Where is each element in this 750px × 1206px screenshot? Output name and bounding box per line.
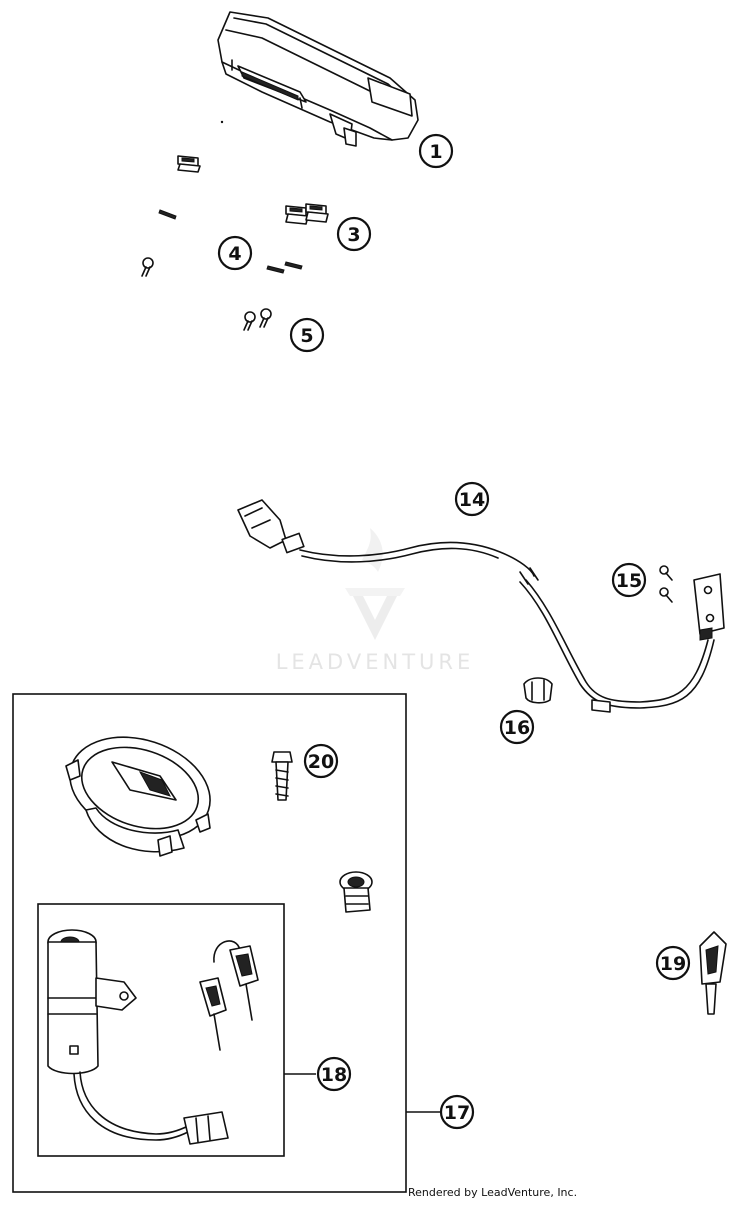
ignition-set-box bbox=[12, 693, 440, 1193]
callout-label: 4 bbox=[228, 243, 241, 265]
callout-14: 14 bbox=[454, 481, 490, 517]
speed-sensor-bracket bbox=[693, 573, 725, 641]
callout-16: 16 bbox=[499, 709, 535, 745]
callout-label: 18 bbox=[321, 1064, 347, 1086]
screws-5 bbox=[243, 308, 272, 331]
grommet-set-upper bbox=[177, 155, 201, 173]
ignition-switch bbox=[47, 929, 229, 1145]
callout-5: 5 bbox=[289, 317, 325, 353]
key-19 bbox=[699, 931, 727, 1015]
callout-label: 5 bbox=[300, 325, 313, 347]
callout-label: 19 bbox=[660, 953, 686, 975]
screws-15 bbox=[659, 565, 673, 603]
callout-label: 14 bbox=[459, 489, 485, 511]
callout-label: 17 bbox=[444, 1102, 470, 1124]
callout-19: 19 bbox=[655, 945, 691, 981]
footer-credit: Rendered by LeadVenture, Inc. bbox=[408, 1186, 578, 1199]
callout-4: 4 bbox=[217, 235, 253, 271]
cable-clip bbox=[523, 677, 553, 704]
leadventure-logo-icon bbox=[345, 528, 405, 640]
callout-label: 1 bbox=[429, 141, 442, 163]
instrument-cluster bbox=[217, 11, 419, 147]
callout-20: 20 bbox=[303, 743, 339, 779]
lock-cylinder-cap bbox=[339, 871, 373, 913]
callout-label: 20 bbox=[308, 751, 334, 773]
callout-label: 16 bbox=[504, 717, 530, 739]
callout-1: 1 bbox=[418, 133, 454, 169]
callout-3: 3 bbox=[336, 216, 372, 252]
callout-label: 3 bbox=[347, 224, 360, 246]
callout-18: 18 bbox=[316, 1056, 352, 1092]
grommet-set-3 bbox=[285, 203, 329, 225]
spacer-pins bbox=[158, 209, 303, 274]
tank-lock-housing bbox=[65, 736, 211, 857]
watermark-text: LEADVENTURE bbox=[276, 650, 475, 674]
speed-sensor-cable bbox=[237, 499, 715, 713]
callout-15: 15 bbox=[611, 562, 647, 598]
screw-20 bbox=[271, 751, 293, 801]
ignition-keys bbox=[199, 940, 259, 1051]
leadventure-watermark: LEADVENTURE bbox=[276, 528, 475, 674]
screw-4 bbox=[141, 257, 154, 277]
ignition-switch-box bbox=[37, 903, 316, 1157]
callout-17: 17 bbox=[439, 1094, 475, 1130]
callout-label: 15 bbox=[616, 570, 642, 592]
